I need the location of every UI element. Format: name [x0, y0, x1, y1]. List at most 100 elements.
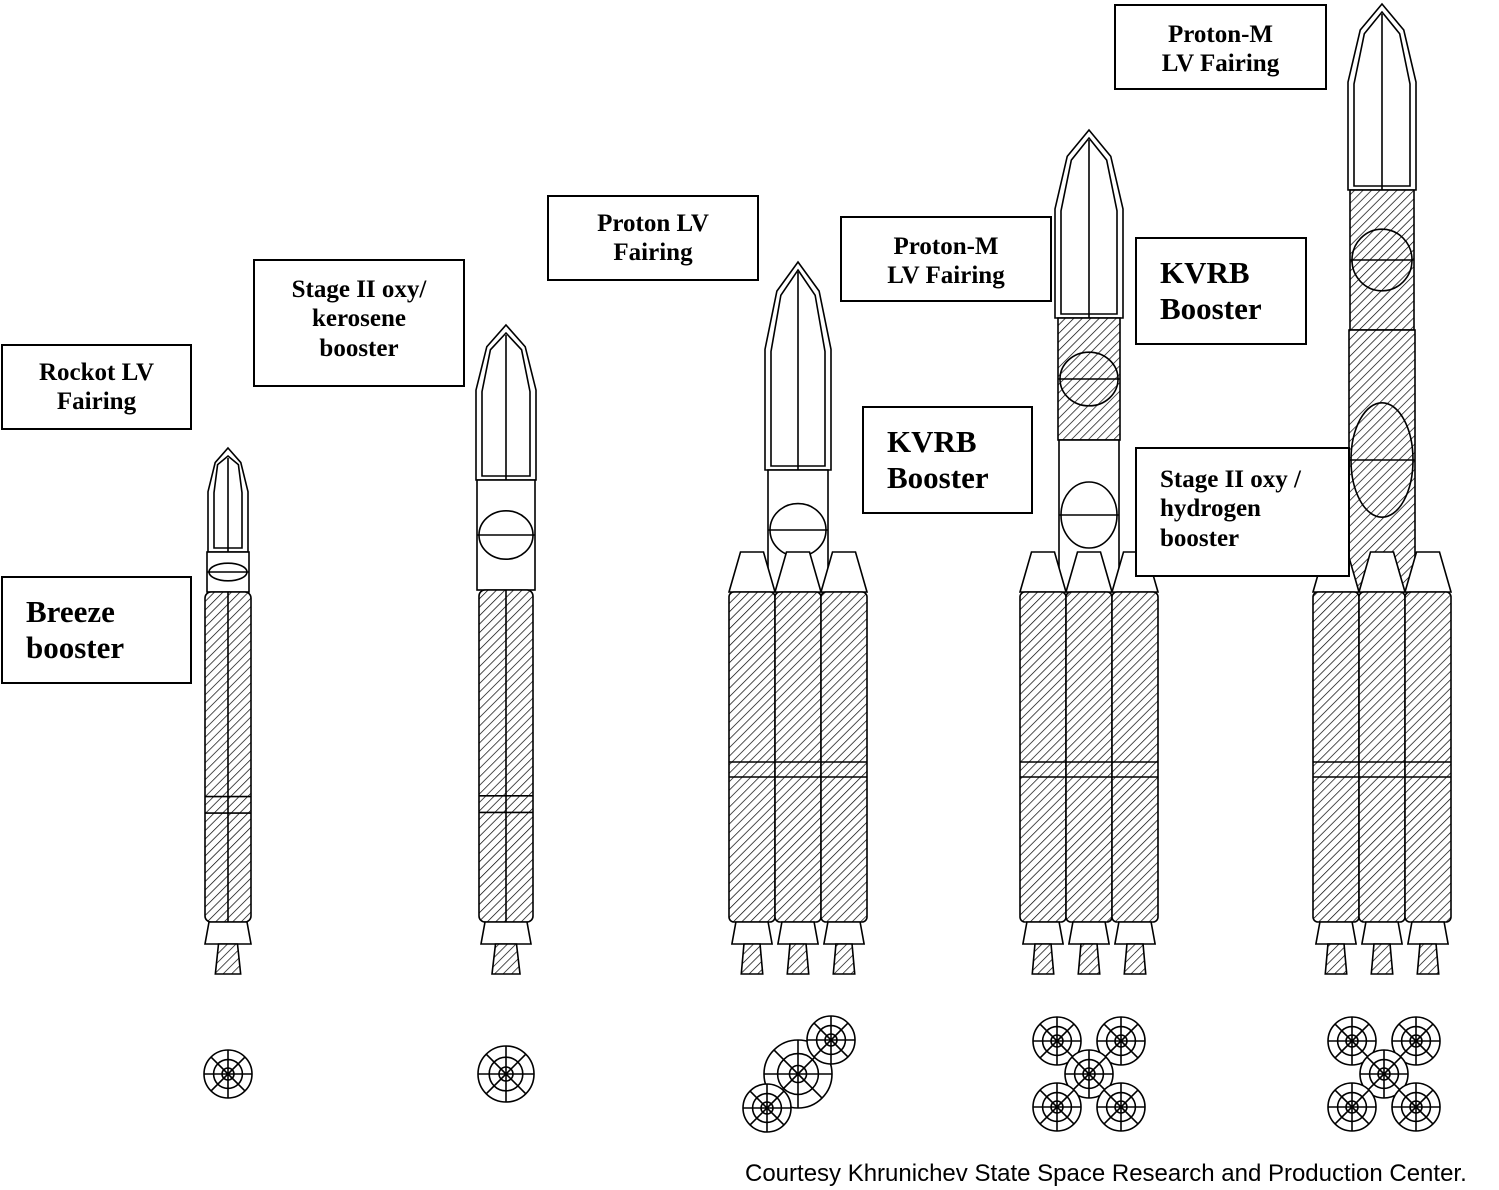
plan-spoke: [1334, 1040, 1353, 1059]
nozzle: [832, 943, 856, 975]
plan-spoke: [1351, 1023, 1370, 1042]
plan-spoke: [773, 1049, 799, 1075]
plan-spoke: [1398, 1106, 1417, 1125]
breeze-booster-line2: booster: [26, 630, 125, 666]
penta-plan-2-0: [1327, 1016, 1377, 1066]
penta-plan-2-1: [1391, 1016, 1441, 1066]
plan-spoke: [1398, 1040, 1417, 1059]
nozzle: [1123, 943, 1147, 975]
booster-tank: [728, 591, 776, 923]
rockot-fairing-line1: Rockot LV: [38, 359, 155, 386]
plan-spoke: [1056, 1106, 1075, 1125]
kvrb-stage-1: [1057, 317, 1121, 441]
plan-spoke: [210, 1073, 229, 1092]
plan-spoke: [1056, 1023, 1075, 1042]
plan-spoke: [1351, 1040, 1370, 1059]
kvrb-a-line2: Booster: [887, 460, 989, 496]
booster-engine: [822, 921, 866, 975]
plan-spoke: [1056, 1040, 1075, 1059]
nozzle: [1077, 943, 1101, 975]
rockot-plan: [203, 1049, 253, 1099]
booster-tank: [774, 591, 822, 923]
booster-engine: [1360, 921, 1404, 975]
plan-spoke: [797, 1073, 823, 1099]
plan-spoke: [1088, 1056, 1107, 1075]
rockot-fairing-label: Rockot LV Fairing: [1, 344, 192, 430]
kvrb-booster-label-2: KVRB Booster: [1135, 237, 1307, 345]
plan-spoke: [1415, 1040, 1434, 1059]
plan-spoke: [1039, 1089, 1058, 1108]
engine-bay: [480, 921, 532, 945]
breeze-booster-label: Breeze booster: [1, 576, 192, 684]
booster-engine: [776, 921, 820, 975]
plan-spoke: [505, 1073, 527, 1095]
protonm-fairing-label-2: Proton-M LV Fairing: [1114, 4, 1327, 90]
nozzle: [1031, 943, 1055, 975]
penta-boosters-1: [1018, 551, 1160, 923]
engine-bay: [1314, 921, 1358, 945]
plan-spoke: [1351, 1106, 1370, 1125]
kvrb-booster-label-1: KVRB Booster: [862, 406, 1033, 514]
stage2-kerosene-line2: kerosene: [312, 305, 406, 333]
booster-engine: [1314, 921, 1358, 975]
proton-fairing-label: Proton LV Fairing: [547, 195, 759, 281]
booster-tank: [1065, 591, 1113, 923]
plan-spoke: [1334, 1023, 1353, 1042]
plan-spoke: [1398, 1089, 1417, 1108]
a12-engine: [480, 921, 532, 975]
engine-bay: [822, 921, 866, 945]
plan-spoke: [1071, 1073, 1090, 1092]
plan-spoke: [749, 1090, 768, 1109]
plan-spoke: [1039, 1106, 1058, 1125]
booster-tank: [1019, 591, 1067, 923]
plan-spoke: [1088, 1073, 1107, 1092]
tri-boosters: [727, 551, 869, 923]
stage2-hydrogen-line2: hydrogen: [1160, 495, 1261, 523]
engine-bay: [730, 921, 774, 945]
breeze-booster-line1: Breeze: [26, 594, 115, 629]
penta-plan-1-0: [1032, 1016, 1082, 1066]
plan-spoke: [1415, 1089, 1434, 1108]
engine-bay: [1360, 921, 1404, 945]
proton-fairing: [764, 260, 832, 471]
penta-boosters-2: [1311, 551, 1453, 923]
engine-bay: [1067, 921, 1111, 945]
rockot-fairing-line2: Fairing: [56, 388, 137, 416]
a12-upper: [476, 479, 536, 591]
plan-spoke: [1039, 1023, 1058, 1042]
protonm-b-line2: LV Fairing: [1161, 50, 1280, 78]
plan-spoke: [505, 1053, 527, 1075]
kvrb-stage-2: [1349, 189, 1415, 331]
plan-spoke: [1120, 1040, 1139, 1059]
stage2-oxy-kerosene-label: Stage II oxy/ kerosene booster: [253, 259, 465, 387]
protonm-a-line1: Proton-M: [893, 233, 999, 260]
breeze-stage: [206, 551, 250, 593]
stage2-hydrogen-line3: booster: [1160, 524, 1240, 552]
engine-bay: [1021, 921, 1065, 945]
plan-spoke: [1366, 1073, 1385, 1092]
kvrb-a-line1: KVRB: [887, 424, 977, 459]
penta-plan-1-1: [1096, 1016, 1146, 1066]
plan-spoke: [813, 1039, 832, 1058]
plan-spoke: [1120, 1023, 1139, 1042]
plan-spoke: [1415, 1023, 1434, 1042]
nozzle: [740, 943, 764, 975]
plan-spoke: [1334, 1106, 1353, 1125]
booster-engine: [1113, 921, 1157, 975]
plan-spoke: [1398, 1023, 1417, 1042]
engine-bay: [1113, 921, 1157, 945]
credit-line: Courtesy Khrunichev State Space Research…: [745, 1160, 1467, 1187]
plan-spoke: [1103, 1089, 1122, 1108]
penta-plan-1-3: [1032, 1082, 1082, 1132]
plan-spoke: [210, 1056, 229, 1075]
plan-spoke: [1071, 1056, 1090, 1075]
protonm-fairing-label-1: Proton-M LV Fairing: [840, 216, 1052, 302]
plan-spoke: [1120, 1089, 1139, 1108]
tri-plan-a: [806, 1015, 856, 1065]
stage2-kerosene-line3: booster: [319, 334, 399, 362]
proton-fairing-line1: Proton LV: [597, 210, 709, 237]
penta-plan-2-3: [1327, 1082, 1377, 1132]
booster-engine: [1067, 921, 1111, 975]
protonm-a-line2: LV Fairing: [887, 262, 1005, 290]
